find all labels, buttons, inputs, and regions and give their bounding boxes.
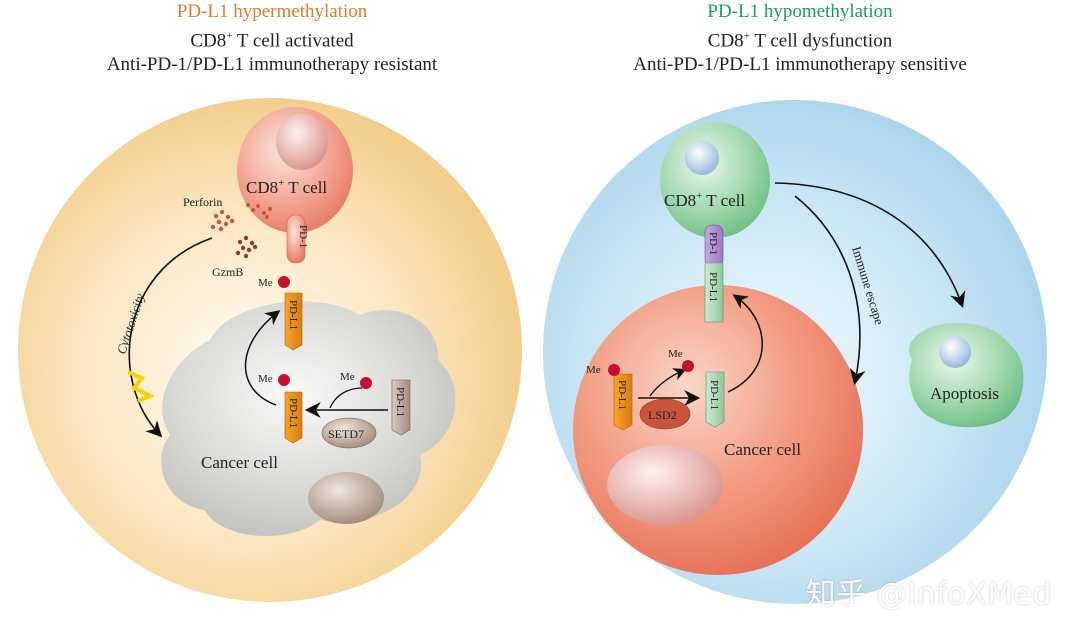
left-subtitle-1: CD8+ T cell activated: [12, 24, 532, 53]
left-me-dot-donor: [360, 377, 372, 389]
right-apoptotic-cell: [909, 322, 1024, 428]
left-perforin-granules: [210, 203, 272, 232]
right-pdl1-membrane-label: PD-L1: [707, 272, 719, 302]
right-trafficking-arrow: [727, 294, 763, 393]
left-cancer-label: Cancer cell: [201, 453, 278, 472]
right-subtitle-rest: T cell dysfunction: [749, 30, 893, 52]
left-pdl1-mid-label: PD-L1: [287, 398, 299, 428]
right-title: PD-L1 hypomethylation: [707, 1, 893, 22]
left-pdl1-top: [284, 292, 303, 351]
right-tcell-label: CD8+ T cell: [664, 190, 745, 210]
left-subtitle-rest: T cell activated: [232, 30, 354, 52]
right-apoptotic-nucleus: [939, 336, 971, 368]
right-me-released-label: Me: [668, 348, 683, 360]
right-me-left-label: Me: [586, 364, 601, 376]
right-cancer-label: Cancer cell: [724, 440, 801, 459]
left-me-dot-mid: [278, 374, 290, 386]
right-subtitle-2: Anti-PD-1/PD-L1 immunotherapy sensitive: [633, 54, 967, 76]
left-gzmb-granules: [235, 235, 258, 259]
left-cancer-nucleus: [308, 472, 384, 524]
left-me-top-label: Me: [258, 277, 273, 289]
right-pdl1-demethylated: [705, 371, 725, 428]
right-me-release-arrow: [649, 368, 687, 397]
left-pdl1-top-label: PD-L1: [287, 300, 299, 330]
left-tcell-label: CD8+ T cell: [246, 177, 327, 197]
right-cd8-sup: +: [743, 30, 750, 42]
left-lightning-icon: [127, 370, 155, 403]
right-pd1-label: PD-1: [707, 232, 719, 255]
left-pdl1-unmethylated: [391, 379, 411, 436]
left-cytotoxicity-arrow: [128, 237, 213, 438]
right-cancer-cell: [573, 285, 863, 575]
right-pdl1-methylated-label: PD-L1: [616, 380, 628, 410]
right-cancer-nucleus: [607, 445, 723, 525]
right-me-dot-left: [608, 364, 620, 376]
right-lsd2-label: LSD2: [648, 408, 677, 422]
right-apoptosis-arrow: [774, 182, 966, 309]
right-lsd2-enzyme: [639, 398, 691, 430]
left-pdl1-mid: [284, 391, 303, 444]
left-setd7-label: SETD7: [328, 427, 364, 441]
right-cd8-text: CD8: [707, 30, 744, 52]
left-perforin-label: Perforin: [183, 195, 222, 209]
left-pdl1-unmethylated-label: PD-L1: [394, 387, 406, 417]
left-pd1-receptor: [286, 214, 306, 264]
right-immune-escape-arrow: [794, 195, 866, 386]
left-pd1-label: PD-1: [297, 225, 309, 248]
left-tcell-nucleus: [276, 114, 328, 170]
left-title: PD-L1 hypermethylation: [176, 1, 368, 22]
right-pdl1-methylated: [613, 373, 633, 431]
right-apoptosis-label: Apoptosis: [930, 384, 999, 403]
left-trafficking-arrow: [244, 310, 281, 406]
watermark: 知乎 @InfoXMed: [805, 577, 1052, 612]
right-pdl1-demethylated-label: PD-L1: [708, 380, 720, 410]
left-me-mid-label: Me: [258, 373, 273, 385]
left-cd8-sup: +: [226, 30, 233, 42]
left-cancer-cell: [161, 301, 456, 537]
left-subtitle-2: Anti-PD-1/PD-L1 immunotherapy resistant: [106, 54, 438, 76]
left-header: PD-L1 hypermethylation CD8+ T cell activ…: [12, 0, 532, 77]
right-tcell-nucleus: [685, 141, 719, 175]
left-gzmb-label: GzmB: [212, 265, 243, 279]
left-me-donor-label: Me: [340, 371, 355, 383]
left-me-transfer-line: [329, 387, 363, 409]
right-tcell: [660, 122, 770, 238]
right-header: PD-L1 hypomethylation CD8+ T cell dysfun…: [540, 0, 1060, 77]
right-subtitle-1: CD8+ T cell dysfunction: [540, 24, 1060, 53]
right-me-dot-released: [682, 360, 694, 372]
right-pdl1-membrane: [704, 262, 724, 323]
left-setd7-enzyme: [321, 417, 377, 449]
left-cd8-text: CD8: [190, 30, 227, 52]
left-me-dot-top: [278, 276, 290, 288]
